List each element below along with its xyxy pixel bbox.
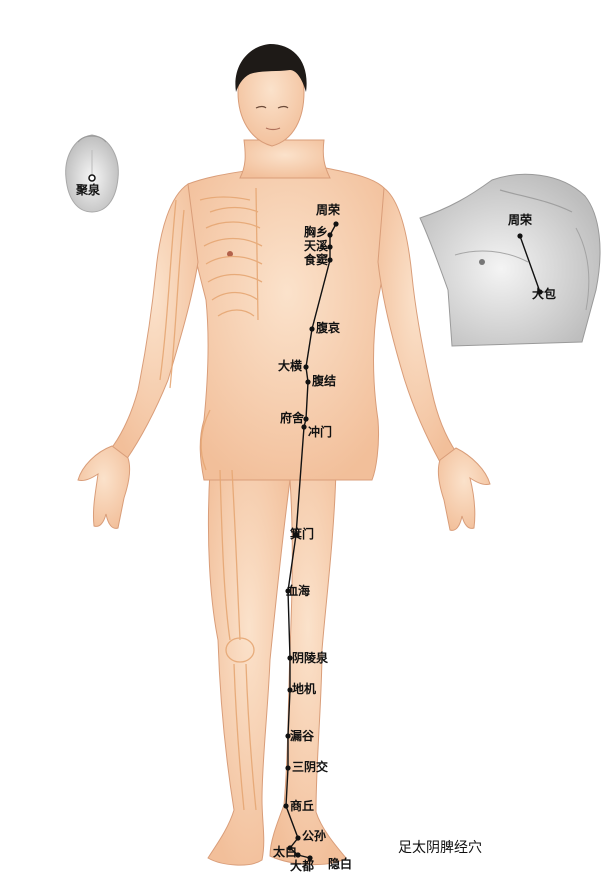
body-figure	[77, 44, 491, 866]
acupoint-label: 周荣	[316, 202, 341, 217]
diagram-caption: 足太阴脾经穴	[398, 840, 482, 856]
tongue-inset	[65, 134, 119, 213]
acupoint-marker	[287, 687, 293, 693]
acupoint-marker	[287, 655, 293, 661]
acupoint-marker	[333, 221, 339, 227]
acupoint-label: 血海	[286, 583, 310, 598]
torso	[186, 167, 388, 481]
neck	[239, 139, 331, 179]
acupoint-marker	[307, 855, 313, 861]
acupoint-marker	[303, 364, 309, 370]
acupoint-label: 三阴交	[292, 759, 328, 774]
acupoint-marker	[327, 244, 333, 250]
shoulder-meridian-line	[519, 235, 541, 293]
acupoint-label: 漏谷	[290, 728, 315, 743]
shoulder-acupoint-marker	[537, 289, 543, 295]
acupoint-marker	[305, 379, 311, 385]
right-leg	[207, 469, 291, 866]
acupoint-label: 食窦	[303, 252, 328, 267]
acupoint-label: 腹哀	[316, 320, 341, 335]
acupoint-label: 阴陵泉	[292, 650, 329, 665]
acupoint-label: 大横	[278, 358, 303, 373]
acupoint-marker	[309, 326, 315, 332]
acupoint-marker	[327, 257, 333, 263]
shoulder-acupoint-label: 周荣	[508, 212, 533, 227]
left-arm	[377, 187, 457, 463]
left-hand	[437, 447, 491, 531]
acupoint-label: 箕门	[290, 526, 314, 541]
acupoint-label: 天溪	[304, 238, 329, 253]
spleen-meridian: 周荣胸乡天溪食窦腹哀大横腹结府舍冲门箕门血海阴陵泉地机漏谷三阴交商丘公孙太白大都…	[273, 202, 352, 873]
acupoint-marker	[285, 733, 291, 739]
acupoint-marker	[285, 588, 291, 594]
acupoint-label: 太白	[273, 844, 297, 859]
acupoint-label: 胸乡	[304, 224, 328, 239]
acupoint-marker	[301, 424, 307, 430]
shoulder-inset	[419, 173, 601, 347]
acupoint-label: 商丘	[290, 798, 314, 813]
acupoint-marker	[295, 852, 301, 858]
acupoint-marker	[283, 803, 289, 809]
acupoint-marker	[303, 416, 309, 422]
acupoint-label: 隐白	[328, 856, 352, 871]
acupoint-label: 大都	[290, 858, 314, 873]
acupoint-label: 腹结	[312, 373, 336, 388]
acupoint-marker	[287, 845, 293, 851]
right-hand	[77, 445, 131, 529]
skeleton-overlay	[159, 187, 263, 811]
acupoint-marker	[327, 232, 333, 238]
tongue-acupoint-label: 聚泉	[75, 182, 101, 197]
shoulder-shape	[419, 173, 601, 347]
acupoint-label: 冲门	[308, 424, 332, 439]
shoulder-acupoint-marker	[517, 233, 523, 239]
right-arm	[109, 183, 199, 461]
acupoint-label: 公孙	[302, 828, 326, 843]
tongue-points: 聚泉	[75, 174, 101, 197]
acupoint-label: 府舍	[280, 410, 305, 425]
acupoint-marker	[285, 765, 291, 771]
tongue-acupoint-marker	[88, 174, 96, 182]
shoulder-acupoint-label: 大包	[532, 286, 556, 301]
acupoint-label: 地机	[292, 681, 316, 696]
meridian-line	[285, 223, 337, 859]
hair	[235, 44, 307, 92]
acupoint-marker	[295, 835, 301, 841]
acupoint-marker	[293, 532, 299, 538]
